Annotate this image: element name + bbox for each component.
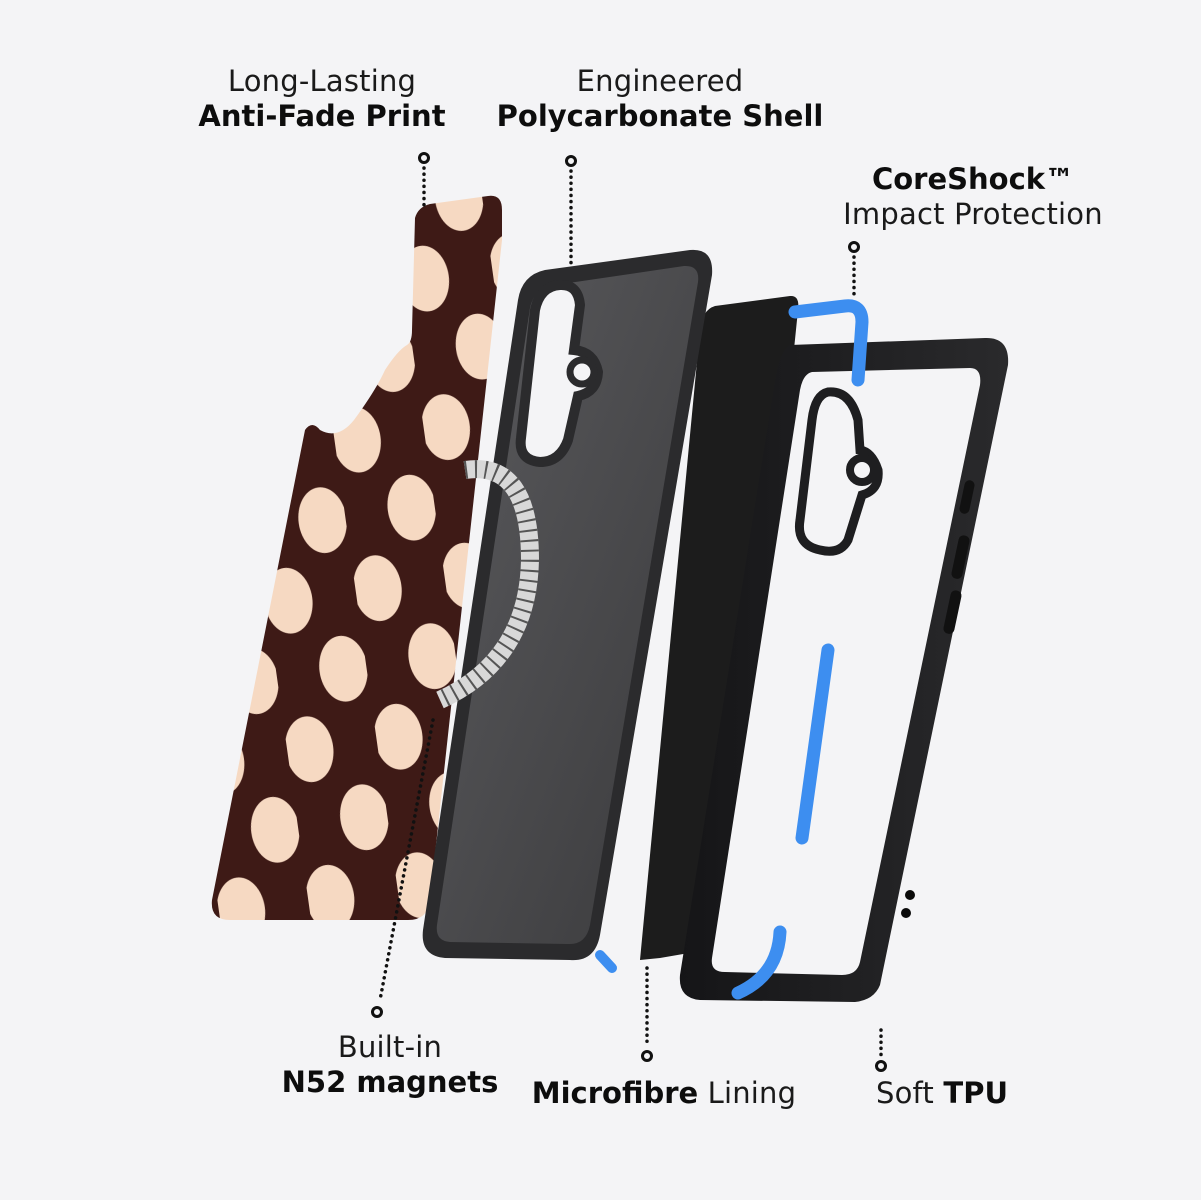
callout-polycarbonate-shell: Engineered Polycarbonate Shell (494, 64, 826, 135)
callout-line: CoreShock™ (871, 162, 1075, 196)
callout-text-regular: Soft (875, 1076, 944, 1110)
callout-coreshock: CoreShock™ Impact Protection (832, 162, 1114, 233)
callout-line: Built-in (337, 1030, 443, 1064)
leader-n52-magnets (371, 718, 435, 1018)
callout-line: Soft TPU (862, 1076, 1022, 1111)
callout-line: Engineered (576, 64, 744, 98)
leader-microfibre-lining (641, 966, 653, 1062)
polycarbonate-shell-layer (422, 249, 713, 961)
callout-line: Anti-Fade Print (198, 99, 446, 134)
leader-coreshock (848, 241, 860, 297)
callout-text-bold: Microfibre (531, 1076, 699, 1110)
callout-anti-fade-print: Long-Lasting Anti-Fade Print (196, 64, 448, 135)
callout-line: Long-Lasting (227, 64, 417, 98)
callout-text-regular: Lining (698, 1076, 797, 1110)
magnet-ring (436, 460, 540, 709)
callout-line: Polycarbonate Shell (496, 99, 824, 134)
callout-soft-tpu: Soft TPU (862, 1076, 1022, 1111)
microfibre-lining-layer (640, 295, 799, 960)
callout-text-bold: TPU (943, 1076, 1009, 1110)
callout-n52-magnets: Built-in N52 magnets (276, 1030, 504, 1101)
callout-line: Impact Protection (843, 197, 1103, 232)
callout-line: N52 magnets (281, 1065, 499, 1100)
callout-line: Microfibre Lining (524, 1076, 804, 1111)
callout-microfibre-lining: Microfibre Lining (524, 1076, 804, 1111)
tpu-bumper-layer (595, 299, 1009, 1002)
leader-soft-tpu (875, 1028, 887, 1072)
leader-polycarbonate-shell (565, 155, 577, 270)
leader-anti-fade-print (418, 152, 430, 207)
callout-leaders (371, 152, 887, 1072)
